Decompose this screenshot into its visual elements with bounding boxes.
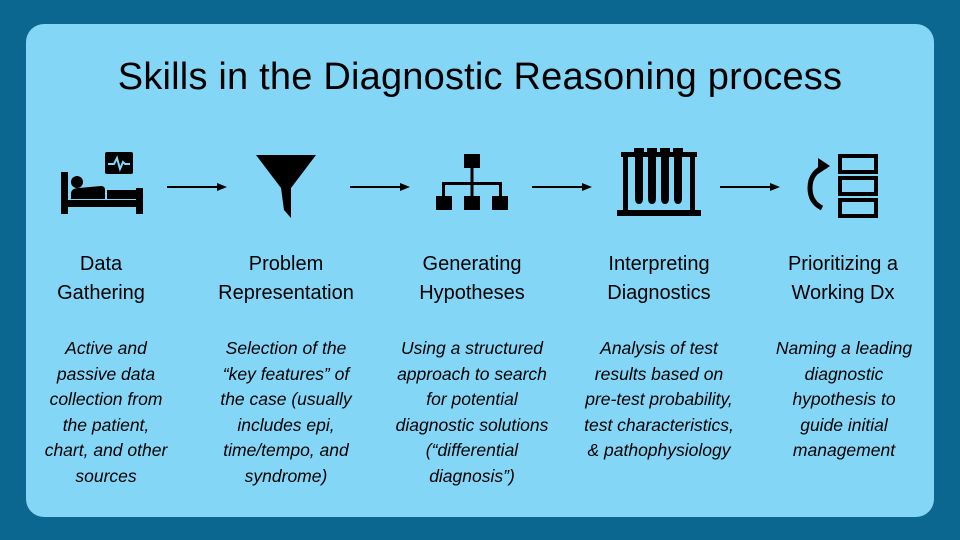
desc-line: guide initial	[800, 414, 888, 435]
step-description: Active and passive data collection from …	[11, 336, 201, 489]
step-title-line: Diagnostics	[607, 282, 711, 304]
step-description: Analysis of test results based on pre-te…	[564, 336, 754, 464]
desc-line: diagnostic	[804, 363, 884, 384]
desc-line: collection from	[49, 389, 163, 409]
desc-line: includes epi,	[237, 414, 335, 435]
step-title-line: Hypotheses	[419, 282, 525, 304]
step-title-line: Generating	[422, 253, 522, 275]
step-description: Selection of the “key features” of the c…	[191, 336, 381, 489]
step-description: Using a structured approach to search fo…	[377, 336, 567, 489]
desc-line: Active and	[65, 338, 147, 358]
arrow-right-icon	[350, 183, 410, 191]
desc-line: results based on	[594, 363, 724, 384]
desc-line: passive data	[56, 363, 156, 384]
content-panel	[26, 24, 934, 517]
reorder-list-icon	[796, 152, 896, 224]
desc-line: diagnostic solutions	[395, 414, 549, 435]
desc-line: syndrome)	[244, 465, 328, 486]
step-title-data-gathering: Data Gathering	[16, 250, 186, 308]
desc-line: Naming a leading	[775, 338, 913, 358]
desc-line: the case (usually	[220, 389, 352, 409]
arrow-right-icon	[532, 183, 592, 191]
desc-line: the patient,	[62, 414, 150, 435]
desc-line: & pathophysiology	[587, 440, 731, 460]
step-title-interpreting-diagnostics: Interpreting Diagnostics	[574, 250, 744, 308]
desc-line: chart, and other	[44, 440, 168, 460]
test-tubes-icon	[609, 148, 709, 220]
desc-line: for potential	[426, 389, 518, 409]
arrow-right-icon	[720, 183, 780, 191]
step-title-line: Interpreting	[608, 253, 710, 275]
step-title-line: Problem	[248, 253, 324, 275]
desc-line: Analysis of test	[600, 338, 718, 358]
hospital-bed-monitor-icon	[55, 152, 155, 224]
page-title: Skills in the Diagnostic Reasoning proce…	[117, 56, 843, 98]
desc-line: time/tempo, and	[223, 440, 349, 460]
desc-line: (“differential	[425, 440, 519, 460]
desc-line: “key features” of	[222, 363, 350, 384]
step-title-prioritizing-working-dx: Prioritizing a Working Dx	[758, 250, 928, 308]
step-title-generating-hypotheses: Generating Hypotheses	[387, 250, 557, 308]
funnel-icon	[236, 152, 336, 224]
step-title-line: Representation	[218, 282, 354, 304]
step-title-line: Data	[79, 253, 123, 275]
step-title-line: Prioritizing a	[787, 253, 899, 275]
desc-line: pre-test probability,	[585, 389, 733, 409]
desc-line: test characteristics,	[584, 414, 734, 435]
desc-line: Selection of the	[225, 338, 347, 358]
hierarchy-icon	[422, 152, 522, 224]
step-title-line: Working Dx	[791, 282, 895, 304]
desc-line: diagnosis”)	[429, 465, 515, 486]
step-title-line: Gathering	[57, 282, 145, 304]
desc-line: hypothesis to	[792, 389, 896, 409]
desc-line: approach to search	[397, 363, 547, 384]
desc-line: Using a structured	[400, 338, 543, 358]
step-description: Naming a leading diagnostic hypothesis t…	[749, 336, 939, 464]
desc-line: management	[792, 440, 896, 460]
arrow-right-icon	[167, 183, 227, 191]
step-title-problem-representation: Problem Representation	[201, 250, 371, 308]
desc-line: sources	[75, 465, 137, 486]
